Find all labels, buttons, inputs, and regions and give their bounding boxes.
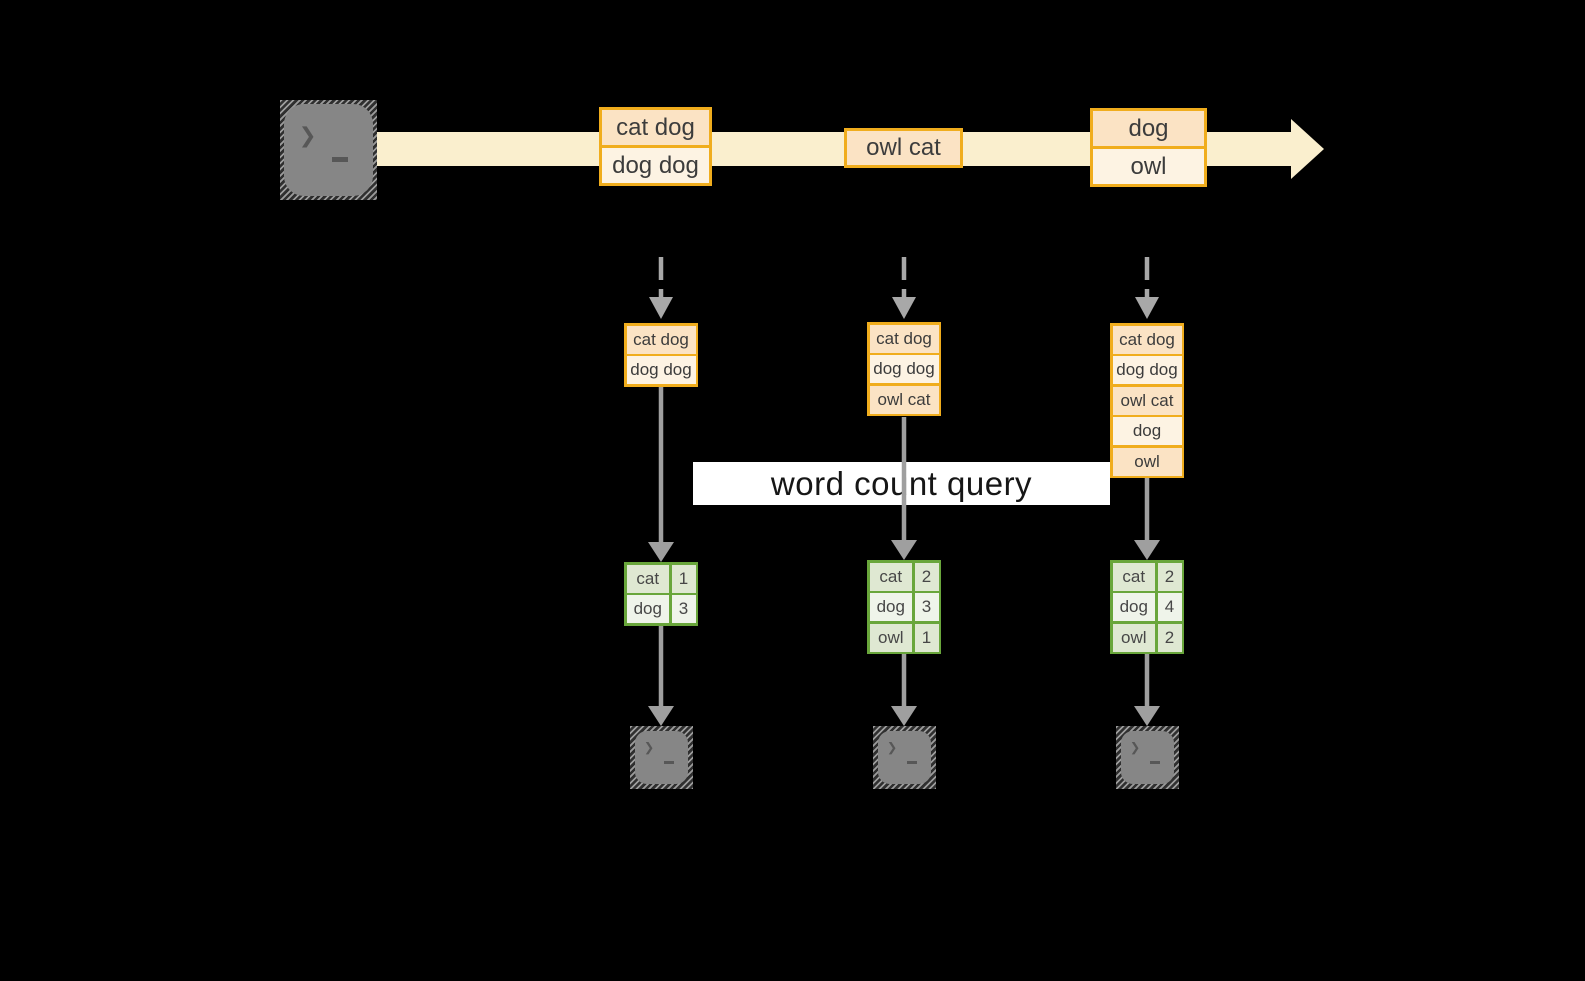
trigger-arrow-icon (1135, 257, 1159, 319)
buffer-item: owl cat (1112, 386, 1182, 415)
stream-batch-3: dog owl (1090, 108, 1207, 187)
output-arrow-icon (1134, 654, 1160, 726)
terminal-cursor-icon (1150, 761, 1160, 764)
buffer-item: dog dog (869, 355, 939, 383)
terminal-prompt-icon: ❯ (644, 738, 655, 758)
trigger-arrow-icon (892, 257, 916, 319)
input-buffer-1: cat dog dog dog (624, 323, 698, 387)
query-arrow-icon (648, 387, 674, 562)
word-cell: owl (1112, 623, 1155, 652)
stream-batch-item: dog dog (602, 148, 709, 183)
output-arrow-icon (891, 654, 917, 726)
stream-batch-item: cat dog (602, 110, 709, 145)
count-cell: 1 (671, 564, 696, 593)
buffer-item: dog dog (1112, 356, 1182, 384)
terminal-cursor-icon (332, 157, 348, 162)
word-cell: cat (1112, 562, 1155, 591)
word-cell: dog (869, 593, 912, 621)
stream-batch-1: cat dog dog dog (599, 107, 712, 186)
trigger-arrow-icon (649, 257, 673, 319)
output-terminal-icon: ❯ (630, 726, 693, 789)
terminal-cursor-icon (907, 761, 917, 764)
output-arrow-icon (648, 626, 674, 726)
buffer-item: cat dog (1112, 325, 1182, 354)
buffer-item: owl cat (869, 385, 939, 414)
terminal-screen: ❯ (635, 731, 688, 784)
word-cell: dog (626, 595, 669, 623)
word-cell: owl (869, 623, 912, 652)
count-cell: 4 (1157, 593, 1182, 621)
terminal-screen: ❯ (284, 104, 373, 196)
query-arrow-icon (891, 417, 917, 560)
buffer-item: dog (1112, 417, 1182, 445)
result-table-1: cat 1 dog 3 (624, 562, 698, 626)
count-cell: 2 (914, 562, 939, 591)
buffer-item: cat dog (869, 324, 939, 353)
stream-batch-item: dog (1093, 111, 1204, 146)
result-table-2: cat 2 dog 3 owl 1 (867, 560, 941, 654)
count-cell: 3 (914, 593, 939, 621)
count-cell: 3 (671, 595, 696, 623)
stream-batch-item: owl cat (847, 131, 960, 165)
stream-arrowhead-icon (1291, 119, 1324, 179)
count-cell: 2 (1157, 562, 1182, 591)
terminal-cursor-icon (664, 761, 674, 764)
word-cell: dog (1112, 593, 1155, 621)
terminal-prompt-icon: ❯ (887, 738, 898, 758)
buffer-item: dog dog (626, 356, 696, 384)
input-buffer-3: cat dog dog dog owl cat dog owl (1110, 323, 1184, 478)
result-table-3: cat 2 dog 4 owl 2 (1110, 560, 1184, 654)
count-cell: 2 (1157, 623, 1182, 652)
count-cell: 1 (914, 623, 939, 652)
terminal-prompt-icon: ❯ (299, 118, 317, 152)
word-cell: cat (626, 564, 669, 593)
output-terminal-icon: ❯ (1116, 726, 1179, 789)
terminal-screen: ❯ (878, 731, 931, 784)
output-terminal-icon: ❯ (873, 726, 936, 789)
stream-batch-2: owl cat (844, 128, 963, 168)
query-label: word count query (693, 462, 1110, 505)
terminal-screen: ❯ (1121, 731, 1174, 784)
source-terminal-icon: ❯ (280, 100, 377, 200)
stream-batch-item: owl (1093, 149, 1204, 184)
query-arrow-icon (1134, 478, 1160, 560)
buffer-item: cat dog (626, 325, 696, 354)
terminal-prompt-icon: ❯ (1130, 738, 1141, 758)
input-buffer-2: cat dog dog dog owl cat (867, 322, 941, 416)
word-cell: cat (869, 562, 912, 591)
buffer-item: owl (1112, 447, 1182, 476)
